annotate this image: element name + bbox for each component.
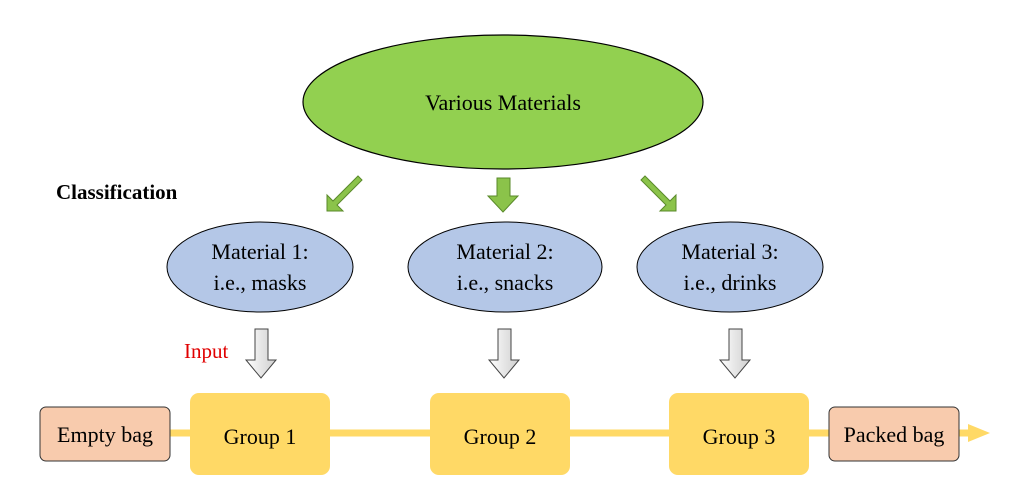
empty-bag-label: Empty bag — [57, 422, 153, 447]
material-1-title: Material 1: — [211, 239, 308, 264]
green-arrow-middle — [486, 177, 520, 213]
group-2-node: Group 2 — [430, 393, 570, 475]
packed-bag-node: Packed bag — [828, 406, 960, 462]
group-3-label: Group 3 — [703, 424, 776, 449]
material-3-example: i.e., drinks — [684, 270, 777, 295]
input-label: Input — [184, 339, 228, 363]
input-arrow-1 — [244, 328, 278, 379]
material-2-example: i.e., snacks — [457, 270, 554, 295]
material-3-node: Material 3: i.e., drinks — [636, 221, 824, 313]
group-2-label: Group 2 — [464, 424, 537, 449]
green-arrow-right — [640, 175, 677, 212]
green-arrow-left — [326, 175, 363, 212]
conveyor-arrowhead — [968, 424, 990, 442]
various-materials-label: Various Materials — [425, 90, 581, 115]
material-2-title: Material 2: — [456, 239, 553, 264]
material-1-node: Material 1: i.e., masks — [166, 221, 354, 313]
material-3-title: Material 3: — [681, 239, 778, 264]
empty-bag-node: Empty bag — [39, 406, 171, 462]
input-arrow-2 — [487, 328, 521, 379]
group-3-node: Group 3 — [669, 393, 809, 475]
group-1-node: Group 1 — [190, 393, 330, 475]
material-2-node: Material 2: i.e., snacks — [407, 221, 603, 313]
input-arrow-3 — [718, 328, 752, 379]
packed-bag-label: Packed bag — [844, 422, 945, 447]
classification-label: Classification — [56, 180, 178, 204]
various-materials-node: Various Materials — [302, 34, 704, 170]
material-1-example: i.e., masks — [214, 270, 307, 295]
group-1-label: Group 1 — [224, 424, 297, 449]
